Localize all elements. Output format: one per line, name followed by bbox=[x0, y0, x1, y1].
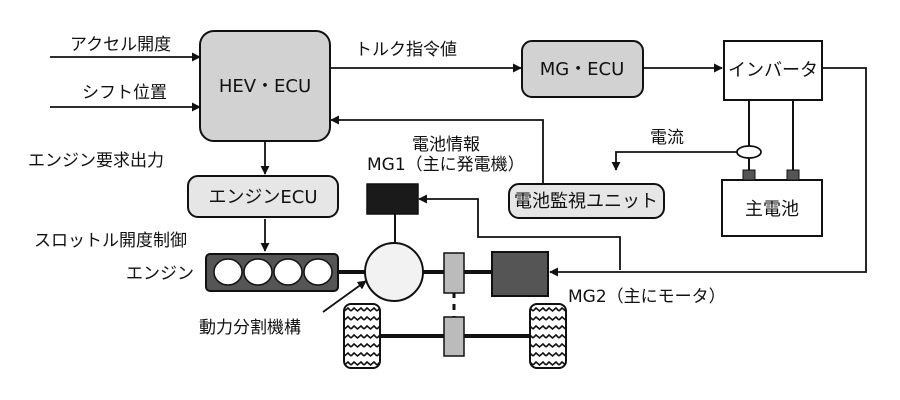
power-split-label: 動力分割機構 bbox=[199, 318, 301, 338]
shift-label: シフト位置 bbox=[82, 83, 167, 103]
current-sensor bbox=[736, 145, 762, 159]
battery-monitor-box bbox=[508, 183, 665, 219]
mg1-block bbox=[366, 183, 419, 215]
battery-terminal-right-cap bbox=[786, 169, 800, 181]
throttle-label: スロットル開度制御 bbox=[34, 231, 187, 251]
inverter-label: インバータ bbox=[728, 60, 818, 81]
mg2-block bbox=[491, 251, 549, 297]
wheel-left bbox=[343, 303, 381, 369]
battery-info-label: 電池情報 bbox=[412, 135, 480, 155]
hev-ecu-box bbox=[199, 30, 331, 142]
battery-monitor-label: 電池監視ユニット bbox=[514, 191, 658, 212]
engine-req-label: エンジン要求出力 bbox=[28, 151, 164, 171]
hev-ecu-label: HEV・ECU bbox=[219, 76, 311, 97]
inverter-box bbox=[723, 40, 823, 101]
cylinder-4 bbox=[303, 258, 333, 286]
mg-ecu-box bbox=[521, 40, 644, 98]
pointer-arrow bbox=[322, 280, 367, 313]
gear-lower bbox=[443, 316, 465, 357]
main-battery-label: 主電池 bbox=[745, 199, 799, 220]
main-battery-box bbox=[721, 179, 823, 237]
mg-ecu-label: MG・ECU bbox=[540, 59, 625, 80]
accel-label: アクセル開度 bbox=[70, 35, 171, 55]
engine-ecu-box bbox=[187, 175, 339, 218]
engine-ecu-label: エンジンECU bbox=[208, 187, 317, 208]
mg1-signal-arrow bbox=[418, 194, 621, 270]
engine-label: エンジン bbox=[126, 264, 194, 284]
torque-cmd-label: トルク指令値 bbox=[355, 40, 457, 60]
cylinder-3 bbox=[273, 258, 303, 286]
signal-lines bbox=[50, 52, 867, 313]
battery-info-arrow bbox=[330, 115, 544, 184]
current-arrow bbox=[611, 151, 740, 171]
mg1-label: MG1（主に発電機） bbox=[367, 155, 525, 175]
wheel-right bbox=[529, 303, 567, 369]
engine-block bbox=[205, 253, 339, 292]
gear-upper bbox=[443, 252, 465, 294]
current-label: 電流 bbox=[650, 128, 684, 148]
power-split-circle bbox=[364, 242, 424, 302]
battery-terminal-left-cap bbox=[742, 169, 756, 181]
mg2-label: MG2（主にモータ） bbox=[568, 287, 726, 307]
cylinder-1 bbox=[213, 258, 243, 286]
mg2-signal-arrow bbox=[549, 67, 867, 277]
cylinder-2 bbox=[243, 258, 273, 286]
